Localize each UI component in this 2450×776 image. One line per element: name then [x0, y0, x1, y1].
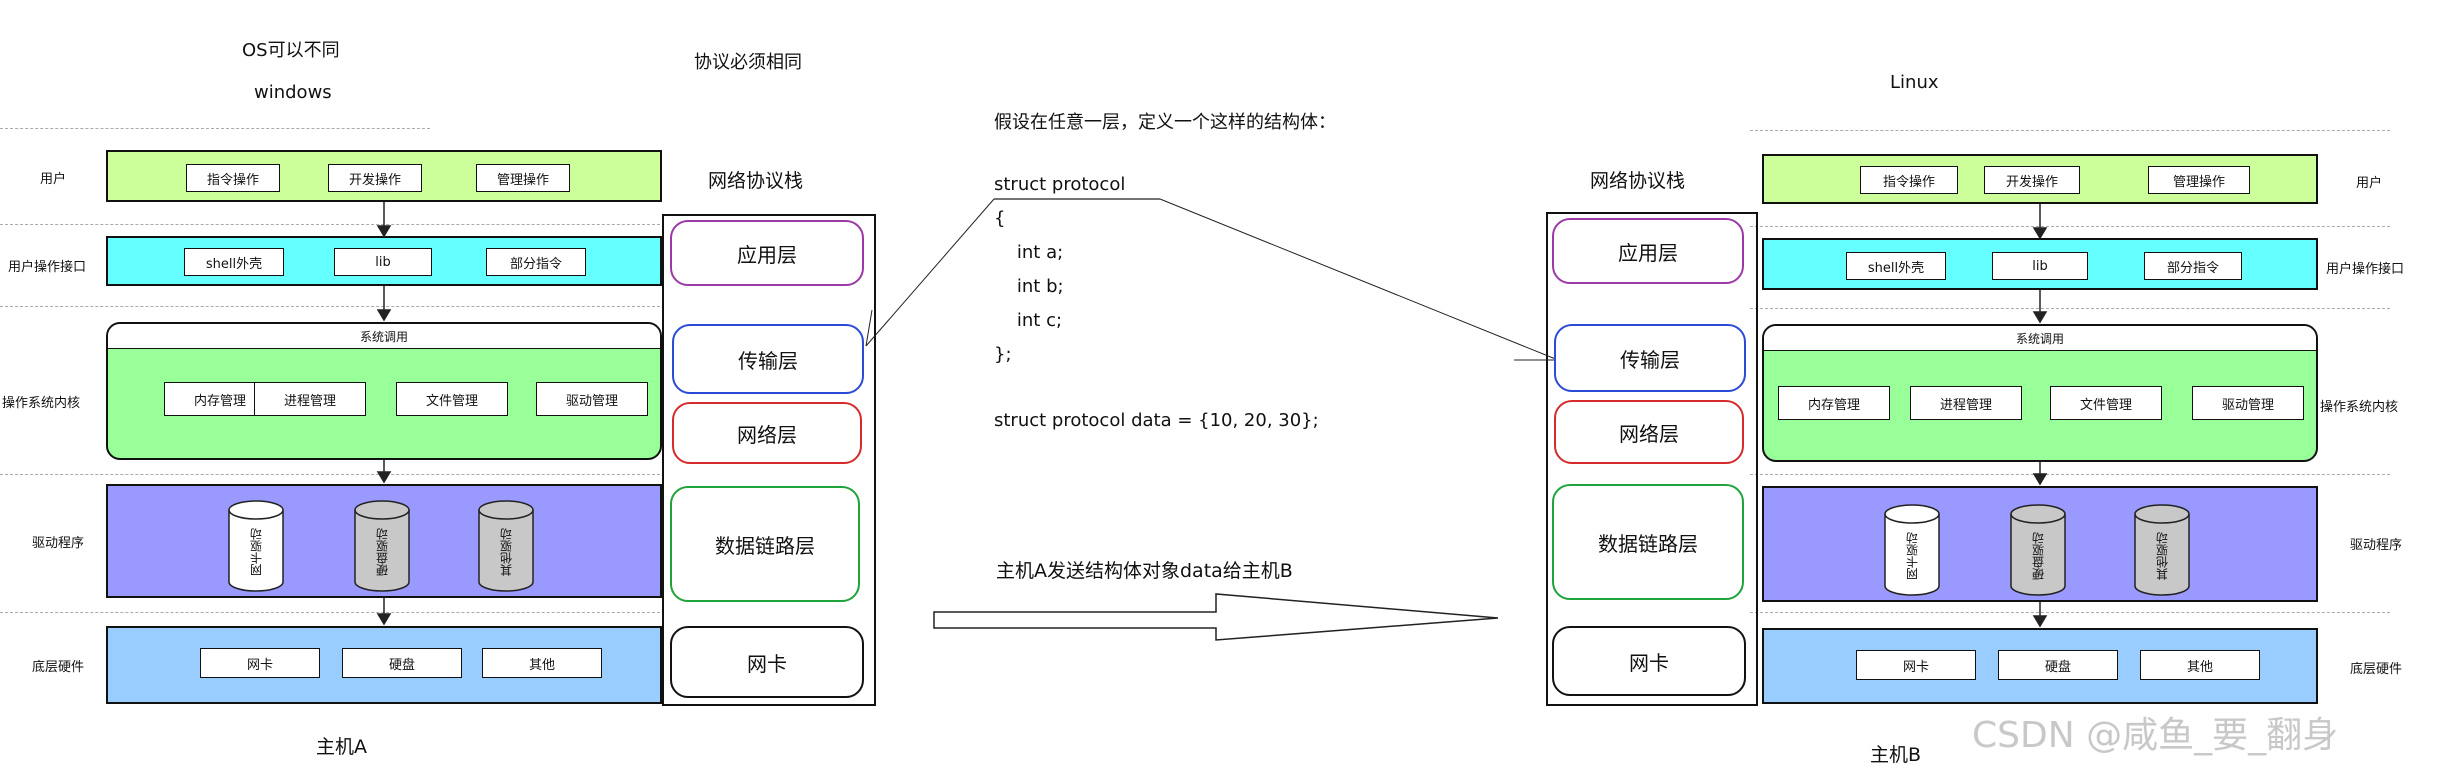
nic-driver-cylinder: 网卡驱动 [228, 500, 284, 592]
cmd-op-box: 指令操作 [186, 164, 280, 192]
row-label-user-right: 用户 [2356, 176, 2383, 191]
code-line: int a; [994, 242, 1064, 263]
transport-layer-right: 传输层 [1554, 324, 1746, 392]
partial-cmd-box: 部分指令 [486, 248, 586, 276]
protocol-stack-left [662, 214, 876, 706]
code-intro: 假设在任意一层，定义一个这样的结构体： [994, 112, 1336, 133]
row-label-kernel-right: 操作系统内核 [2320, 400, 2399, 415]
row-label-hardware: 底层硬件 [32, 660, 85, 675]
nic-driver-cylinder-right: 网卡驱动 [1884, 504, 1940, 596]
syscall-title: 系统调用 [108, 324, 660, 349]
disk-driver-label: 硬盘驱动 [2031, 532, 2046, 580]
memory-mgmt-box: 内存管理 [1778, 386, 1890, 420]
user-band: 指令操作 开发操作 管理操作 [106, 150, 662, 202]
disk-driver-label: 硬盘驱动 [375, 528, 390, 576]
datalink-layer-right: 数据链路层 [1552, 484, 1744, 600]
row-label-interface: 用户操作接口 [8, 260, 87, 275]
disk-driver-cylinder: 硬盘驱动 [354, 500, 410, 592]
file-mgmt-box: 文件管理 [2050, 386, 2162, 420]
protocol-stack-right [1546, 212, 1758, 706]
host-a-label: 主机A [316, 736, 367, 758]
app-layer-right: 应用层 [1552, 218, 1744, 284]
disk-driver-cylinder-right: 硬盘驱动 [2010, 504, 2066, 596]
os-name-right: Linux [1890, 72, 1939, 93]
host-b-label: 主机B [1870, 744, 1922, 766]
row-label-interface-right: 用户操作接口 [2326, 262, 2405, 277]
disk-box: 硬盘 [342, 648, 462, 678]
partial-cmd-box: 部分指令 [2144, 252, 2242, 280]
mgmt-op-box: 管理操作 [476, 164, 570, 192]
row-label-kernel: 操作系统内核 [2, 396, 81, 411]
shell-box: shell外壳 [1846, 252, 1946, 280]
shell-box: shell外壳 [184, 248, 284, 276]
separator-line [0, 306, 660, 307]
other-driver-label: 其他驱动 [499, 528, 514, 576]
code-line: int b; [994, 276, 1064, 297]
separator-line [1750, 474, 2390, 475]
separator-line [0, 128, 430, 129]
send-text: 主机A发送结构体对象data给主机B [996, 560, 1293, 582]
separator-line [0, 224, 660, 225]
code-line: struct protocol data = {10, 20, 30}; [994, 410, 1319, 431]
row-label-user: 用户 [40, 172, 67, 187]
row-label-hardware-right: 底层硬件 [2350, 662, 2403, 677]
process-mgmt-box: 进程管理 [254, 382, 366, 416]
file-mgmt-box: 文件管理 [396, 382, 508, 416]
row-label-driver-right: 驱动程序 [2350, 538, 2403, 553]
os-name: windows [254, 82, 332, 103]
os-title: OS可以不同 [242, 40, 340, 61]
must-same-label: 协议必须相同 [694, 52, 802, 73]
other-box: 其他 [482, 648, 602, 678]
separator-line [1750, 308, 2390, 309]
stack-title: 网络协议栈 [708, 170, 804, 192]
kernel-band-right: 系统调用 内存管理 进程管理 文件管理 驱动管理 [1762, 324, 2318, 462]
code-line: struct protocol [994, 174, 1126, 195]
stack-title-right: 网络协议栈 [1590, 170, 1686, 192]
watermark: CSDN @咸鱼_要_翻身 [1972, 715, 2339, 756]
cmd-op-box: 指令操作 [1860, 166, 1958, 194]
dev-op-box: 开发操作 [1984, 166, 2080, 194]
app-layer: 应用层 [670, 220, 864, 286]
kernel-band: 系统调用 内存管理 进程管理 文件管理 驱动管理 [106, 322, 662, 460]
other-driver-cylinder: 其他驱动 [478, 500, 534, 592]
other-driver-label: 其他驱动 [2155, 532, 2170, 580]
other-box: 其他 [2140, 650, 2260, 680]
network-layer: 网络层 [672, 402, 862, 464]
nic-layer: 网卡 [670, 626, 864, 698]
dev-op-box: 开发操作 [328, 164, 422, 192]
nic-driver-label: 网卡驱动 [249, 528, 264, 576]
row-label-driver: 驱动程序 [32, 536, 85, 551]
user-band-right: 指令操作 开发操作 管理操作 [1762, 154, 2318, 204]
hardware-band: 网卡 硬盘 其他 [106, 626, 662, 704]
nic-box: 网卡 [1856, 650, 1976, 680]
driver-mgmt-box: 驱动管理 [2192, 386, 2304, 420]
separator-line [0, 612, 660, 613]
transport-layer: 传输层 [672, 324, 864, 394]
disk-box: 硬盘 [1998, 650, 2118, 680]
nic-box: 网卡 [200, 648, 320, 678]
lib-box: lib [334, 248, 432, 276]
process-mgmt-box: 进程管理 [1910, 386, 2022, 420]
separator-line [1750, 130, 2390, 131]
nic-driver-label: 网卡驱动 [1905, 532, 1920, 580]
syscall-title: 系统调用 [1764, 326, 2316, 351]
interface-band-right: shell外壳 lib 部分指令 [1762, 238, 2318, 290]
lib-box: lib [1992, 252, 2088, 280]
separator-line [0, 474, 660, 475]
datalink-layer: 数据链路层 [670, 486, 860, 602]
hardware-band-right: 网卡 硬盘 其他 [1762, 628, 2318, 704]
network-layer-right: 网络层 [1554, 400, 1744, 464]
mgmt-op-box: 管理操作 [2148, 166, 2250, 194]
interface-band: shell外壳 lib 部分指令 [106, 236, 662, 286]
separator-line [1750, 226, 2390, 227]
code-line: { [994, 208, 1006, 229]
code-line: }; [994, 344, 1012, 365]
code-line: int c; [994, 310, 1063, 331]
separator-line [1750, 612, 2390, 613]
driver-mgmt-box: 驱动管理 [536, 382, 648, 416]
other-driver-cylinder-right: 其他驱动 [2134, 504, 2190, 596]
nic-layer-right: 网卡 [1552, 626, 1746, 696]
